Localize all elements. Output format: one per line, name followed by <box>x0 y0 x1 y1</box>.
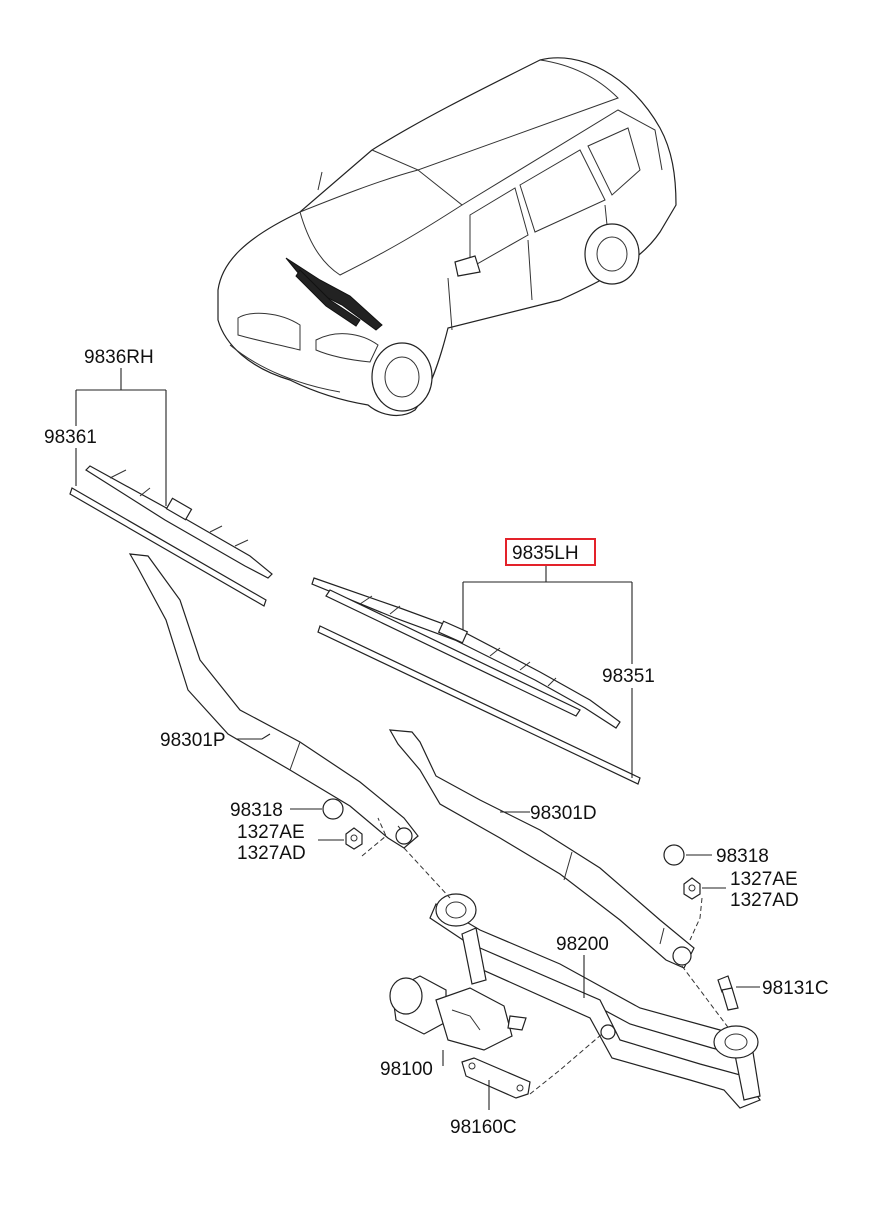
label-wiper-arm-passenger[interactable]: 98301P <box>160 730 226 751</box>
leader-lines <box>75 368 760 1110</box>
label-nut-left-ad[interactable]: 1327AD <box>237 843 306 864</box>
label-bolt[interactable]: 98131C <box>762 978 829 999</box>
wiper-arm-driver <box>388 729 695 969</box>
wiper-motor <box>389 975 527 1051</box>
label-motor[interactable]: 98100 <box>380 1059 433 1080</box>
blade-insert-lh <box>317 625 641 785</box>
motor-bracket <box>461 1057 531 1099</box>
vehicle-illustration <box>217 57 677 417</box>
label-wiper-arm-driver[interactable]: 98301D <box>530 803 597 824</box>
wiper-blade-lh <box>311 577 621 729</box>
nut-left <box>345 827 363 850</box>
cap-right <box>663 844 685 866</box>
bolt <box>717 975 739 1011</box>
label-cap-right[interactable]: 98318 <box>716 846 769 867</box>
label-blade-insert-rh[interactable]: 98361 <box>44 427 97 448</box>
label-nut-right-ad[interactable]: 1327AD <box>730 890 799 911</box>
label-nut-right-ae[interactable]: 1327AE <box>730 869 798 890</box>
wiper-arm-passenger <box>128 553 419 849</box>
blade-insert-rh <box>69 487 267 607</box>
label-blade-insert-lh[interactable]: 98351 <box>602 666 655 687</box>
label-wiper-blade-lh[interactable]: 9835LH <box>512 543 579 564</box>
label-linkage[interactable]: 98200 <box>556 934 609 955</box>
label-bracket[interactable]: 98160C <box>450 1117 517 1138</box>
label-cap-left[interactable]: 98318 <box>230 800 283 821</box>
nut-right <box>683 877 701 900</box>
wiper-linkage <box>429 893 761 1109</box>
cap-left <box>322 798 344 820</box>
wiper-blade-rh <box>85 465 273 579</box>
label-wiper-blade-rh[interactable]: 9836RH <box>84 347 154 368</box>
highlight-box <box>505 538 596 566</box>
label-nut-left-ae[interactable]: 1327AE <box>237 822 305 843</box>
